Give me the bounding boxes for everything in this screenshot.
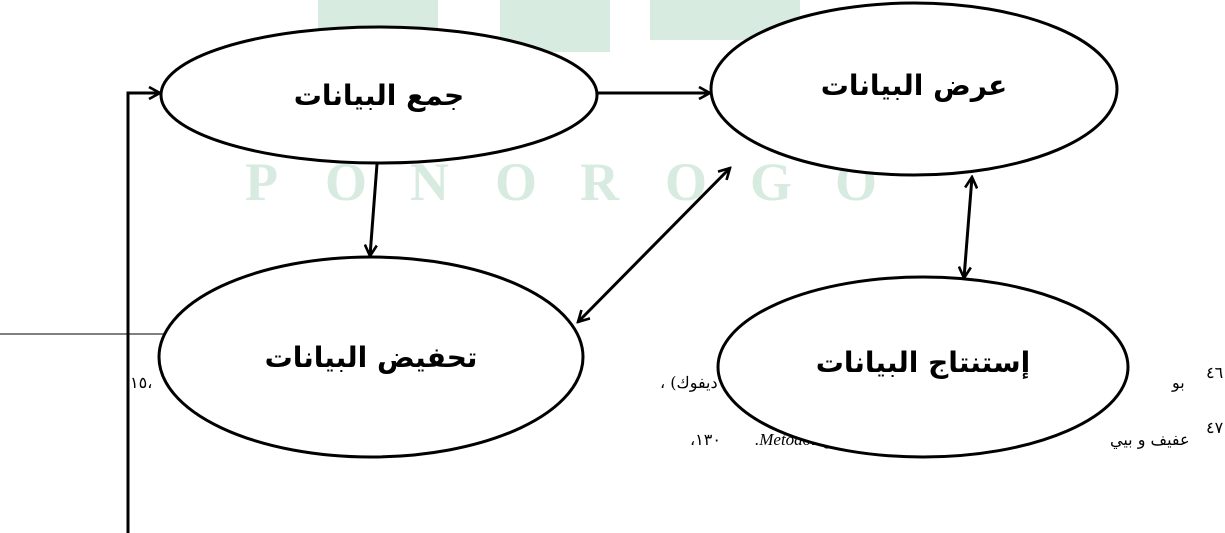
node-data-reduction: تحفيض البيانات xyxy=(157,255,585,459)
watermark-letter: O xyxy=(665,152,707,212)
node-label: جمع البيانات xyxy=(294,79,464,112)
footnote-46-text-start: بو xyxy=(1171,373,1185,392)
node-label: تحفيض البيانات xyxy=(265,341,478,374)
footnote-46-text-mid: ، (ديفوك xyxy=(660,373,718,392)
node-ellipse xyxy=(716,275,1130,459)
footnote-47-number: ٤٧ xyxy=(1206,418,1224,437)
node-ellipse xyxy=(159,25,599,165)
arrow-display-conclusion xyxy=(964,177,972,278)
watermark-letter: O xyxy=(495,152,537,212)
node-data-collection: جمع البيانات xyxy=(159,25,599,165)
watermark-letter: G xyxy=(750,152,792,212)
node-ellipse xyxy=(709,1,1119,177)
footnote-47-text-start: عفيف و بيي xyxy=(1110,430,1190,449)
arrow-display-reduction xyxy=(578,168,730,322)
node-label: إستنتاج البيانات xyxy=(816,346,1031,380)
watermark-letter: P xyxy=(245,152,278,212)
footnote-47-text-end: ،١٣٠ xyxy=(690,430,721,449)
node-ellipse xyxy=(157,255,585,459)
node-data-display: عرض البيانات xyxy=(709,1,1119,177)
arrow-collection-to-reduction xyxy=(370,163,379,256)
node-data-conclusion: إستنتاج البيانات xyxy=(716,275,1130,459)
footnote-46-text-end: ١٥، xyxy=(130,373,152,392)
footnote-46-number: ٤٦ xyxy=(1206,363,1223,382)
feedback-loop-line xyxy=(126,93,160,533)
node-label: عرض البيانات xyxy=(821,69,1008,102)
watermark-letter: R xyxy=(580,152,620,212)
